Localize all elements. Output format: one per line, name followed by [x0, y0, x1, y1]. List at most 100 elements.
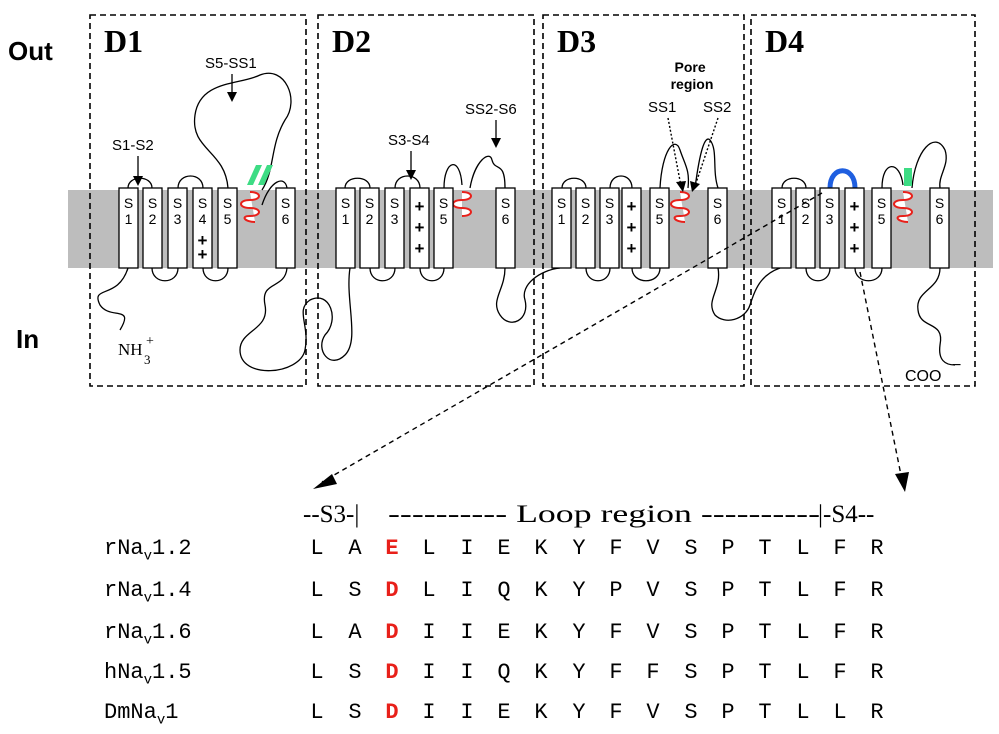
residue: P — [721, 700, 735, 725]
segment-label-number: 5 — [440, 211, 448, 227]
segment-box — [707, 187, 728, 269]
sequence-name-prefix: rNa — [104, 578, 144, 603]
ss2-arrowhead — [690, 181, 700, 192]
segment-box — [275, 187, 296, 269]
pore-region-line-2: region — [671, 76, 714, 92]
segment-box — [929, 187, 950, 269]
residue: L — [310, 620, 324, 645]
residue: T — [758, 660, 772, 685]
positive-charge-mark: + — [415, 218, 425, 237]
segment-d3-s2: S2 — [575, 187, 596, 269]
green-markers — [247, 165, 912, 186]
residue: K — [534, 700, 548, 725]
residue: S — [684, 536, 698, 561]
highlighted-residue: D — [385, 700, 399, 725]
loop-d2-s4-s5 — [419, 267, 445, 282]
segment-label-number: 2 — [802, 211, 810, 227]
segment-box — [118, 187, 139, 269]
segment-label-letter: S — [935, 195, 944, 211]
positive-charge-mark: + — [198, 231, 208, 250]
n-terminus-charge: + — [146, 334, 154, 349]
s3-s4-label: S3-S4 — [388, 132, 430, 149]
segment-box — [621, 187, 642, 269]
alignment-header-s4: |-S4-- — [818, 501, 874, 528]
ss2-label: SS2 — [703, 99, 731, 116]
loop-d4-s1-s2 — [781, 177, 807, 189]
pointer-s4-arrowhead — [895, 472, 909, 492]
segment-box — [575, 187, 596, 269]
segment-d2-s4: +++ — [409, 187, 430, 269]
residue: V — [646, 578, 660, 603]
sequence-name-prefix: hNa — [104, 660, 144, 685]
sequence-name-prefix: rNa — [104, 620, 144, 645]
segment-label-letter: S — [148, 195, 157, 211]
positive-charge-mark: + — [627, 218, 637, 237]
sequence-name-suffix: 1.6 — [152, 620, 192, 645]
segment-label-number: 3 — [391, 211, 399, 227]
segment-label-letter: S — [390, 195, 399, 211]
loop-d3-s3-s4 — [609, 175, 633, 189]
s3-s4-arrowhead — [406, 170, 416, 180]
segment-label-number: 5 — [656, 211, 664, 227]
sequence-name-subscript: v — [143, 672, 153, 689]
segment-label-letter: S — [557, 195, 566, 211]
segment-label-number: 1 — [558, 211, 566, 227]
loop-d2-s5-ss1 — [443, 164, 463, 189]
segment-box — [217, 187, 238, 269]
in-label: In — [16, 324, 39, 354]
residue: F — [609, 700, 623, 725]
residue: P — [721, 578, 735, 603]
domain-label-d4: D4 — [765, 23, 804, 59]
pointer-to-s4-start — [859, 271, 903, 481]
s5-ss1-arrowhead — [227, 92, 237, 102]
segment-label-number: 6 — [936, 211, 944, 227]
segment-label-letter: S — [341, 195, 350, 211]
residue: L — [796, 536, 810, 561]
sequence-name-subscript: v — [143, 632, 153, 649]
residue: K — [534, 660, 548, 685]
segment-box — [142, 187, 163, 269]
domain-label-d3: D3 — [557, 23, 596, 59]
segment-label-number: 4 — [199, 211, 207, 227]
domain-box-d1 — [89, 14, 307, 387]
segment-label-number: 3 — [826, 211, 834, 227]
sequence-name: rNav1.2 — [104, 536, 192, 564]
segment-label-letter: S — [124, 195, 133, 211]
domain-box-d2 — [317, 14, 535, 387]
segment-label-number: 5 — [878, 211, 886, 227]
segment-d4-s4: +++ — [844, 187, 865, 269]
residue: K — [534, 620, 548, 645]
residue: P — [609, 578, 623, 603]
residue: V — [646, 536, 660, 561]
residue: I — [460, 660, 474, 685]
residue: Y — [572, 536, 586, 561]
sequence-name: DmNav1 — [104, 700, 178, 728]
segment-d3-s6: S6 — [707, 187, 728, 269]
residue: S — [348, 660, 362, 685]
residue: L — [796, 620, 810, 645]
residue: P — [721, 660, 735, 685]
segment-d2-s6: S6 — [495, 187, 516, 269]
segment-label-number: 1 — [342, 211, 350, 227]
pointer-to-s3-end — [321, 192, 823, 483]
segment-box — [359, 187, 380, 269]
highlighted-residue: D — [385, 578, 399, 603]
residue: S — [684, 700, 698, 725]
ss1-label: SS1 — [648, 99, 676, 116]
d4-s3-s4-loop-highlight — [827, 168, 858, 189]
residue: R — [870, 536, 884, 561]
loop-d1-s5-ss1 — [193, 72, 292, 191]
segment-d1-s3: S3 — [167, 187, 188, 269]
residue: I — [422, 660, 436, 685]
residue: S — [684, 620, 698, 645]
green-marker-d4 — [904, 168, 912, 186]
residue: R — [870, 578, 884, 603]
pore-loop-d3 — [670, 191, 690, 223]
ss1-arrowhead — [676, 181, 686, 192]
residue: P — [721, 536, 735, 561]
residue: K — [534, 536, 548, 561]
sequence-name-prefix: DmNa — [104, 700, 157, 725]
loop-d4-s5-ss1 — [881, 166, 904, 189]
residue: F — [833, 660, 847, 685]
residue: I — [460, 536, 474, 561]
